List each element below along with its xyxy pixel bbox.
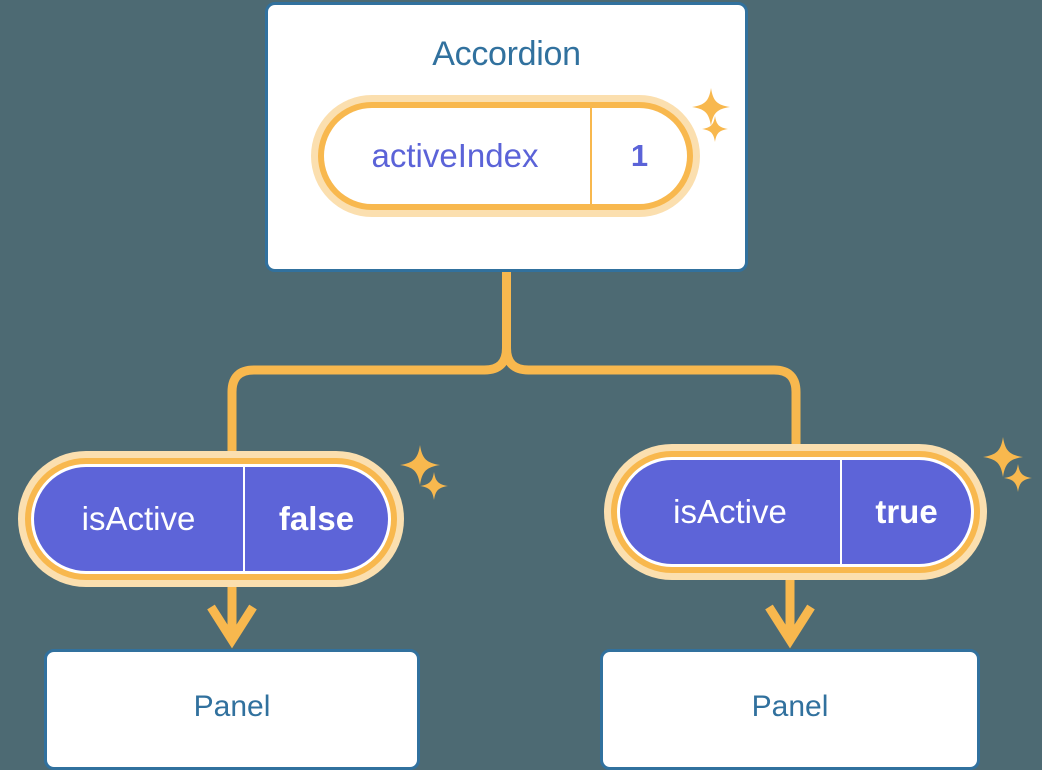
pill-outer-ring: isActive true xyxy=(604,444,987,580)
state-value: false xyxy=(278,500,355,537)
pill-body: isActive true xyxy=(617,457,974,567)
state-value: true xyxy=(875,493,938,530)
sparkle-icon xyxy=(420,472,448,500)
pill-inner-ring: activeIndex 1 xyxy=(318,102,693,210)
pill-outer-ring: isActive false xyxy=(18,451,404,587)
pill-outer-ring: activeIndex 1 xyxy=(311,95,700,217)
component-node-panel-left[interactable]: Panel xyxy=(44,649,420,770)
state-pill-isactive-true[interactable]: isActive true xyxy=(604,444,987,580)
state-key: isActive xyxy=(620,460,842,564)
state-pill-isactive-false[interactable]: isActive false xyxy=(18,451,404,587)
sparkle-icon xyxy=(1004,464,1032,492)
component-title: Panel xyxy=(193,689,271,723)
state-value: 1 xyxy=(630,138,649,173)
component-title: Panel xyxy=(751,689,829,723)
pill-body: isActive false xyxy=(31,464,391,574)
sparkle-icon xyxy=(983,437,1023,477)
state-key: activeIndex xyxy=(324,108,592,204)
pill-inner-ring: isActive true xyxy=(611,451,980,573)
pill-fill: isActive false xyxy=(34,467,388,571)
state-key: isActive xyxy=(34,467,245,571)
component-title: Accordion xyxy=(432,35,581,73)
arrow-down-icon-right xyxy=(765,578,815,649)
pill-body: activeIndex 1 xyxy=(324,108,687,204)
pill-fill: isActive true xyxy=(620,460,971,564)
component-node-panel-right[interactable]: Panel xyxy=(600,649,980,770)
state-pill-activeindex[interactable]: activeIndex 1 xyxy=(311,95,700,217)
sparkle-icon xyxy=(400,445,440,485)
arrow-down-icon-left xyxy=(207,583,257,649)
pill-inner-ring: isActive false xyxy=(25,458,397,580)
